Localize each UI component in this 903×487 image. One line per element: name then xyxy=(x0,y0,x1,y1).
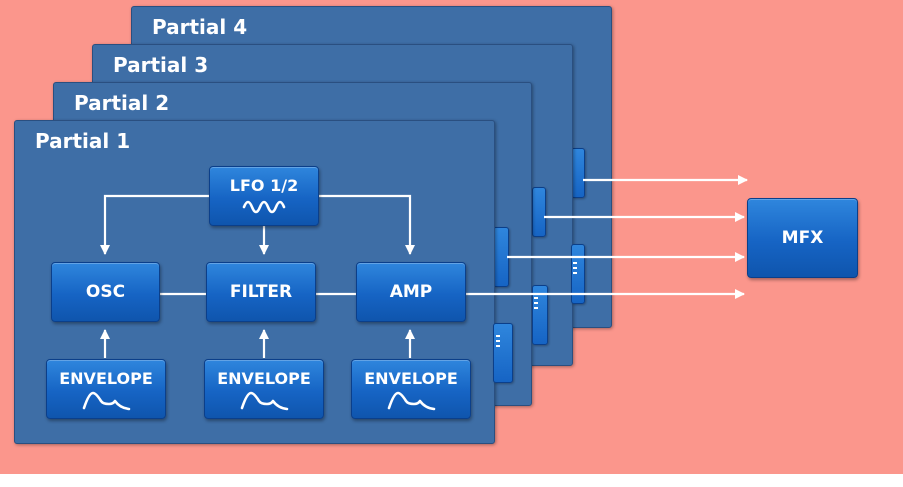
partial-3-output-stub xyxy=(532,187,546,237)
lfo-label: LFO 1/2 xyxy=(229,176,299,195)
lfo-wave-icon xyxy=(242,200,286,214)
filter-label: FILTER xyxy=(229,282,293,302)
filter-envelope-icon xyxy=(240,391,289,411)
amp-envelope-label: ENVELOPE xyxy=(364,369,458,388)
osc-label: OSC xyxy=(85,282,126,302)
mfx-label: MFX xyxy=(781,228,824,248)
partial-4-title: Partial 4 xyxy=(152,15,248,39)
osc-envelope-icon xyxy=(82,391,131,411)
lfo-block[interactable]: LFO 1/2 xyxy=(209,166,319,226)
partial-2-ellipsis xyxy=(534,297,538,312)
osc-envelope-block[interactable]: ENVELOPE xyxy=(46,359,166,419)
partial-2-envelope-stub xyxy=(532,285,548,345)
osc-envelope-label: ENVELOPE xyxy=(59,369,153,388)
mfx-block[interactable]: MFX xyxy=(747,198,858,278)
partial-2-title: Partial 2 xyxy=(74,91,170,115)
partial-3-title: Partial 3 xyxy=(113,53,209,77)
amp-envelope-block[interactable]: ENVELOPE xyxy=(351,359,471,419)
amp-label: AMP xyxy=(389,282,433,302)
partial-3-envelope-stub xyxy=(571,244,585,304)
partial-1-envelope-stub xyxy=(493,323,513,383)
partial-1-title: Partial 1 xyxy=(35,129,131,153)
lfo-to-osc-line xyxy=(100,194,209,255)
amp-block[interactable]: AMP xyxy=(356,262,466,322)
bottom-strip xyxy=(0,474,903,487)
osc-block[interactable]: OSC xyxy=(51,262,160,322)
lfo-to-amp-line xyxy=(318,194,415,255)
amp-envelope-icon xyxy=(387,391,436,411)
partial-1-ellipsis xyxy=(496,335,500,350)
filter-block[interactable]: FILTER xyxy=(206,262,316,322)
filter-envelope-label: ENVELOPE xyxy=(217,369,311,388)
partial-3-ellipsis xyxy=(573,262,577,277)
filter-envelope-block[interactable]: ENVELOPE xyxy=(204,359,324,419)
